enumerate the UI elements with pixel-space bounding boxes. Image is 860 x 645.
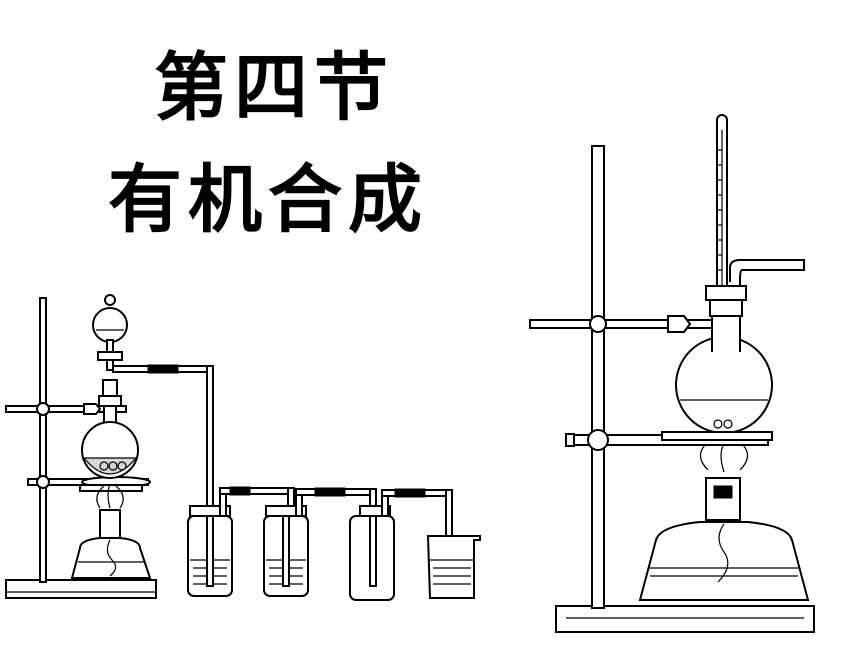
gas-generation-apparatus [5, 294, 481, 601]
outlet-tube [729, 259, 805, 292]
title-line-1: 第四节 [154, 45, 394, 131]
lamp-wick-holder-left [99, 509, 121, 539]
wire-gauze-right [661, 431, 773, 441]
clamp-arm-right [529, 319, 721, 329]
alcohol-lamp-right [638, 521, 810, 601]
stand-rod-right [591, 145, 605, 609]
separatory-funnel [92, 307, 128, 343]
beaker-left [426, 535, 481, 599]
clamp-arm-upper [5, 405, 127, 413]
stand-rod-left [39, 297, 47, 583]
burner-flame-left [96, 483, 124, 509]
rubber-connector-4 [394, 488, 426, 498]
burner-flame-right [699, 443, 749, 473]
distillation-apparatus [529, 114, 815, 633]
lamp-wick-holder-right [705, 477, 741, 521]
funnel-stopcock [97, 351, 123, 361]
title-line-2: 有机合成 [108, 157, 428, 243]
stand-base-left [5, 579, 157, 599]
stand-base-right [555, 605, 815, 633]
rubber-connector-2 [229, 486, 251, 496]
rubber-connector-1 [147, 364, 179, 374]
rubber-connector-3 [314, 487, 346, 497]
delivery-tube-1 [206, 365, 214, 507]
